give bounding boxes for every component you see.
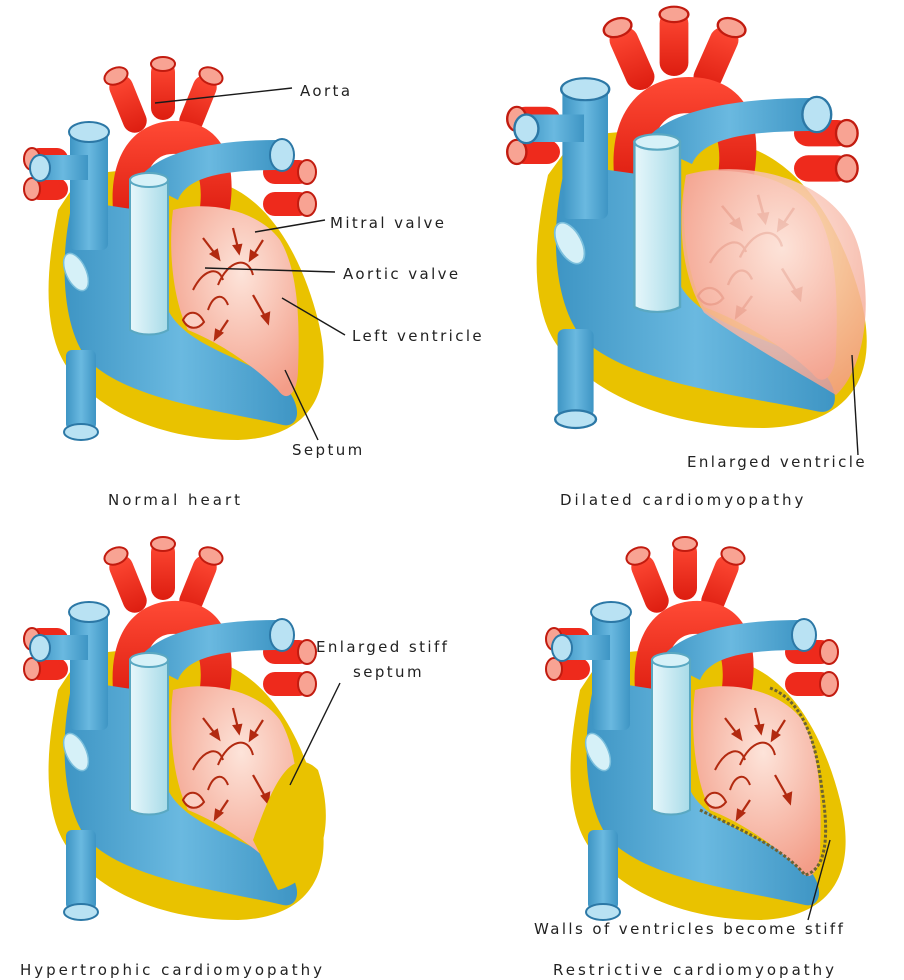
label-aortic-valve: Aortic valve bbox=[343, 265, 461, 283]
label-septum: Septum bbox=[292, 441, 365, 459]
caption-normal-heart: Normal heart bbox=[108, 491, 243, 509]
label-septum-stiff: septum bbox=[353, 663, 424, 681]
panel-restrictive-cardiomyopathy bbox=[546, 537, 846, 920]
panel-hypertrophic-cardiomyopathy bbox=[24, 537, 326, 920]
caption-hypertrophic: Hypertrophic cardiomyopathy bbox=[20, 961, 325, 979]
label-enlarged-ventricle: Enlarged ventricle bbox=[687, 453, 867, 471]
label-aorta: Aorta bbox=[300, 82, 352, 100]
label-walls-stiff: Walls of ventricles become stiff bbox=[534, 920, 845, 938]
panel-normal-heart bbox=[24, 57, 324, 440]
panel-dilated-cardiomyopathy bbox=[507, 7, 867, 428]
caption-restrictive: Restrictive cardiomyopathy bbox=[553, 961, 837, 979]
label-left-ventricle: Left ventricle bbox=[352, 327, 484, 345]
caption-dilated: Dilated cardiomyopathy bbox=[560, 491, 806, 509]
label-enlarged-stiff: Enlarged stiff bbox=[316, 638, 449, 656]
label-mitral-valve: Mitral valve bbox=[330, 214, 446, 232]
